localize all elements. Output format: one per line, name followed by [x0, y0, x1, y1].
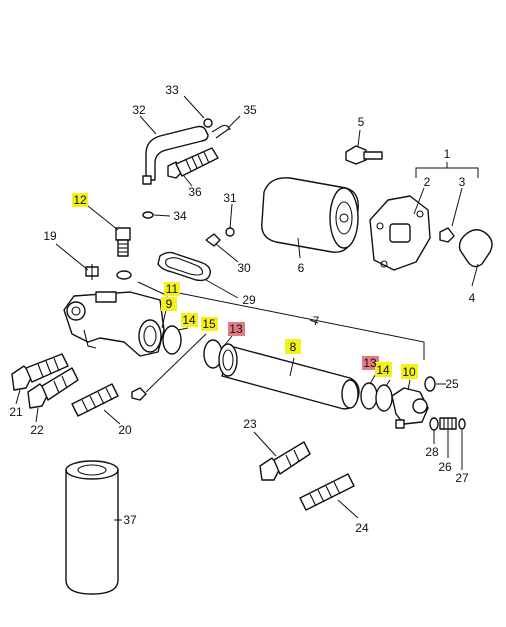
washer-27 — [458, 418, 466, 430]
washer-28 — [429, 417, 439, 431]
fitting-12 — [115, 227, 131, 257]
label-12: 12 — [73, 193, 87, 207]
filter-37 — [65, 460, 119, 595]
highlight-13-right — [362, 356, 379, 370]
label-1: 1 — [444, 147, 451, 161]
plug-19 — [85, 264, 99, 280]
label-20: 20 — [118, 423, 132, 437]
nipple-26 — [439, 417, 457, 430]
bolt-21 — [11, 353, 69, 391]
label-32: 32 — [132, 103, 146, 117]
stud-24 — [299, 473, 355, 511]
clip-35 — [211, 124, 231, 139]
label-25: 25 — [445, 377, 459, 391]
oring-11 — [116, 270, 132, 280]
label-10: 10 — [402, 365, 416, 379]
label-19: 19 — [43, 229, 57, 243]
label-5: 5 — [358, 115, 365, 129]
housing-9 — [63, 291, 165, 357]
nut-near-20 — [131, 387, 147, 401]
label-11: 11 — [166, 282, 179, 296]
label-2: 2 — [424, 175, 431, 189]
label-8: 8 — [290, 340, 297, 354]
gasket-4 — [458, 229, 493, 268]
label-13-left: 13 — [229, 322, 243, 336]
adapter-2 — [369, 195, 431, 271]
oring-14-right — [375, 384, 393, 412]
leader-lines — [15, 95, 479, 521]
label-3: 3 — [459, 175, 466, 189]
highlight-13-left — [228, 322, 245, 336]
highlight-10 — [401, 364, 418, 379]
label-9: 9 — [166, 297, 173, 311]
label-24: 24 — [355, 521, 369, 535]
label-4: 4 — [469, 291, 476, 305]
tube-8 — [218, 343, 360, 410]
label-13-right: 13 — [363, 356, 377, 370]
washer-34 — [142, 211, 154, 219]
oring-14-left — [162, 325, 182, 355]
label-22: 22 — [30, 423, 44, 437]
label-33: 33 — [165, 83, 179, 97]
bolt-22 — [27, 367, 79, 409]
label-23: 23 — [243, 417, 257, 431]
callout-labels: 1 2 3 4 5 6 7 8 9 10 11 12 13 13 14 14 1… — [9, 83, 475, 535]
highlight-boxes — [72, 193, 418, 379]
highlight-14-right — [375, 362, 392, 377]
highlight-14-left — [181, 313, 198, 327]
label-35: 35 — [243, 103, 257, 117]
part-30 — [205, 233, 221, 247]
bolt-23 — [259, 441, 311, 481]
label-21: 21 — [9, 405, 23, 419]
highlight-15 — [201, 317, 218, 331]
bolt-5 — [345, 145, 383, 165]
oring-25 — [424, 376, 436, 392]
label-29: 29 — [242, 293, 256, 307]
label-26: 26 — [438, 460, 452, 474]
highlight-8 — [285, 339, 301, 354]
label-30: 30 — [237, 261, 251, 275]
oring-13-right — [360, 382, 378, 410]
highlight-9 — [161, 297, 177, 311]
label-36: 36 — [188, 185, 202, 199]
label-14-right: 14 — [376, 363, 390, 377]
pipe-32 — [142, 125, 209, 185]
label-7: 7 — [313, 314, 320, 328]
label-28: 28 — [425, 445, 439, 459]
label-15: 15 — [202, 317, 216, 331]
label-6: 6 — [298, 261, 305, 275]
label-14-left: 14 — [182, 313, 196, 327]
label-34: 34 — [173, 209, 187, 223]
bolt-36 — [167, 147, 219, 179]
endcap-10 — [391, 387, 429, 429]
highlight-12 — [72, 193, 88, 207]
ring-31 — [225, 227, 235, 237]
filter-6 — [261, 177, 359, 253]
label-27: 27 — [455, 471, 469, 485]
bolt-3 — [439, 227, 455, 243]
ring-33 — [203, 118, 213, 128]
gasket-29 — [157, 251, 211, 282]
label-31: 31 — [223, 191, 237, 205]
label-37: 37 — [123, 513, 137, 527]
stud-20 — [71, 383, 119, 417]
highlight-11 — [164, 282, 180, 296]
